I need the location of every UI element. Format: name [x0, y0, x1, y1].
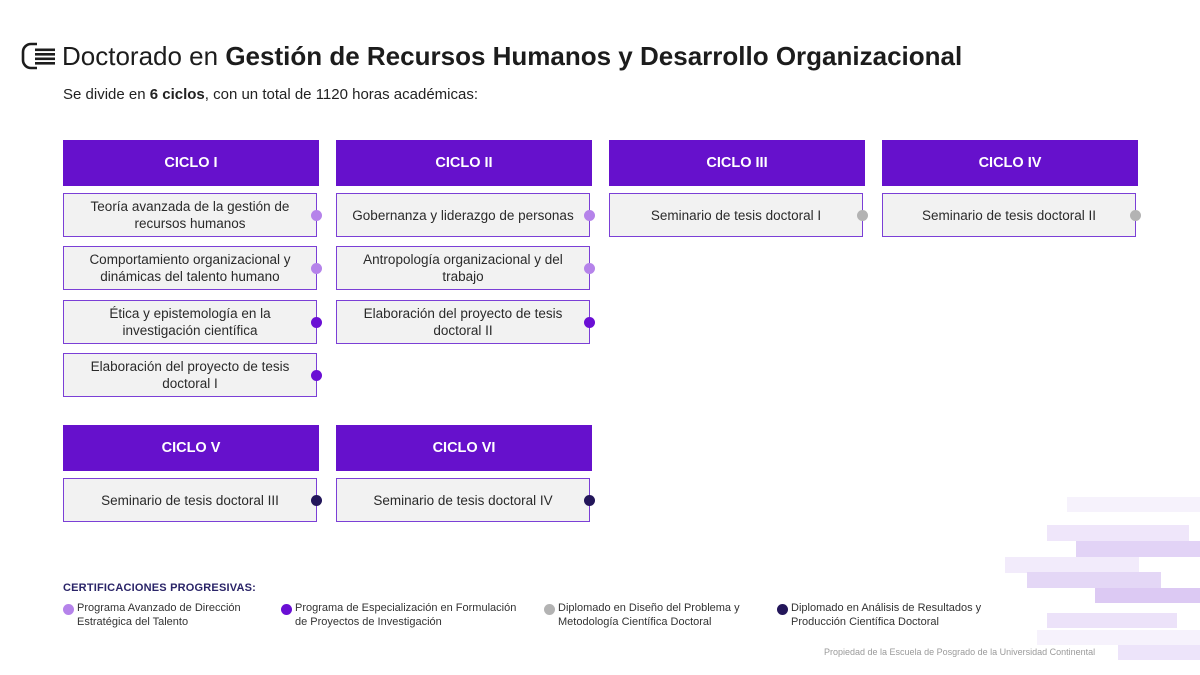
course-name: Seminario de tesis doctoral I [651, 207, 821, 224]
course-name-line: Antropología organizacional y del [363, 252, 563, 267]
certification-marker-dot [1130, 209, 1141, 221]
certification-name-line: Diplomado en Análisis de Resultados y [791, 602, 982, 614]
course-name-line: Seminario de tesis doctoral I [650, 207, 822, 223]
course-box: Ética y epistemología en la investigación… [63, 300, 322, 344]
decorative-bar [1118, 645, 1200, 660]
course-name-line: Seminario de tesis doctoral III [101, 492, 279, 508]
certification-marker-dot [857, 209, 868, 221]
course-name-line: doctoral II [433, 323, 493, 338]
course-name-line: Seminario de tesis doctoral II [921, 207, 1097, 223]
course-box: Gobernanza y liderazgo de personas [336, 193, 595, 237]
cycle-header: CICLO IV [882, 140, 1138, 186]
course-box: Teoría avanzada de la gestión de recursos… [63, 193, 322, 237]
certification-name-line: Programa de Especialización en Formulaci… [295, 602, 517, 614]
certification-name-line: Programa Avanzado de Dirección [77, 602, 241, 614]
footer-ownership-note: Propiedad de la Escuela de Posgrado de l… [824, 647, 1096, 657]
cycle-header: CICLO III [609, 140, 865, 186]
course-name: Gobernanza y liderazgo de personas [352, 207, 573, 224]
course-name-line: Seminario de tesis doctoral IV [373, 492, 553, 508]
course-name-line: investigación científica [122, 323, 258, 338]
certification-dot-icon [281, 604, 292, 615]
certification-item: Diplomado en Diseño del Problema y Metodo… [544, 601, 740, 629]
certification-name-line: Estratégica del Talento [77, 616, 189, 628]
course-name: Ética y epistemología en la investigación… [109, 305, 270, 339]
certification-dot-icon [777, 604, 788, 615]
course-name-line: Comportamiento organizacional y [89, 252, 291, 267]
decorative-bar [1047, 525, 1189, 541]
cycle-header: CICLO VI [336, 425, 592, 471]
course-box: Seminario de tesis doctoral II [882, 193, 1141, 237]
course-box: Elaboración del proyecto de tesis doctora… [63, 353, 322, 397]
course-name: Elaboración del proyecto de tesis doctora… [364, 305, 563, 339]
course-name-line: Elaboración del proyecto de tesis [90, 359, 290, 374]
certification-marker-dot [584, 262, 595, 274]
certification-name-line: Producción Científica Doctoral [791, 616, 939, 628]
course-box: Seminario de tesis doctoral IV [336, 478, 595, 522]
decorative-bar [1005, 557, 1139, 573]
decorative-bar [1095, 588, 1200, 603]
decorative-bar [1076, 541, 1200, 557]
course-name-line: Teoría avanzada de la gestión de [90, 199, 290, 214]
certification-name-line: de Proyectos de Investigación [295, 616, 442, 628]
decorative-bar [1067, 497, 1200, 512]
course-name: Comportamiento organizacional y dinámicas… [89, 251, 290, 285]
certification-dot-icon [63, 604, 74, 615]
course-box: Antropología organizacional y del trabajo [336, 246, 595, 290]
certification-marker-dot [584, 209, 595, 221]
course-name: Teoría avanzada de la gestión de recursos… [91, 198, 290, 232]
certification-marker-dot [311, 209, 322, 221]
certification-marker-dot [311, 494, 322, 506]
certification-marker-dot [311, 369, 322, 381]
cycle-header: CICLO I [63, 140, 319, 186]
course-name-line: recursos humanos [134, 216, 246, 231]
course-name-line: Gobernanza y liderazgo de personas [352, 207, 574, 223]
course-name: Antropología organizacional y del trabajo [363, 251, 563, 285]
cycle-header: CICLO II [336, 140, 592, 186]
certification-marker-dot [311, 316, 322, 328]
certification-marker-dot [584, 494, 595, 506]
page-title: Doctorado en Gestión de Recursos Humanos… [62, 41, 963, 71]
certification-marker-dot [584, 316, 595, 328]
course-name-line: dinámicas del talento humano [100, 269, 280, 284]
course-name-line: Ética y epistemología en la [109, 306, 271, 321]
course-name: Elaboración del proyecto de tesis doctora… [91, 358, 290, 392]
certification-name-line: Metodología Científica Doctoral [558, 616, 712, 628]
certifications-title: CERTIFICACIONES PROGRESIVAS: [63, 582, 257, 594]
decorative-bar [1027, 572, 1161, 588]
course-box: Elaboración del proyecto de tesis doctora… [336, 300, 595, 344]
course-name-line: doctoral I [162, 376, 218, 391]
course-name: Seminario de tesis doctoral III [101, 492, 279, 509]
university-logo-icon [21, 42, 55, 70]
certification-name-line: Diplomado en Diseño del Problema y [558, 602, 740, 614]
course-name: Seminario de tesis doctoral II [922, 207, 1096, 224]
course-box: Seminario de tesis doctoral III [63, 478, 322, 522]
certification-dot-icon [544, 604, 555, 615]
certification-item: Diplomado en Análisis de Resultados y Pro… [777, 601, 981, 629]
course-name-line: trabajo [442, 269, 484, 284]
course-name-line: Elaboración del proyecto de tesis [363, 306, 563, 321]
course-box: Comportamiento organizacional y dinámicas… [63, 246, 322, 290]
certification-item: Programa de Especialización en Formulaci… [281, 601, 516, 629]
course-name: Seminario de tesis doctoral IV [373, 492, 552, 509]
certification-marker-dot [311, 262, 322, 274]
cycle-header: CICLO V [63, 425, 319, 471]
decorative-bar [1047, 613, 1177, 628]
decorative-bar [1037, 630, 1200, 645]
course-box: Seminario de tesis doctoral I [609, 193, 868, 237]
page-subtitle: Se divide en 6 ciclos, con un total de 1… [63, 86, 479, 103]
